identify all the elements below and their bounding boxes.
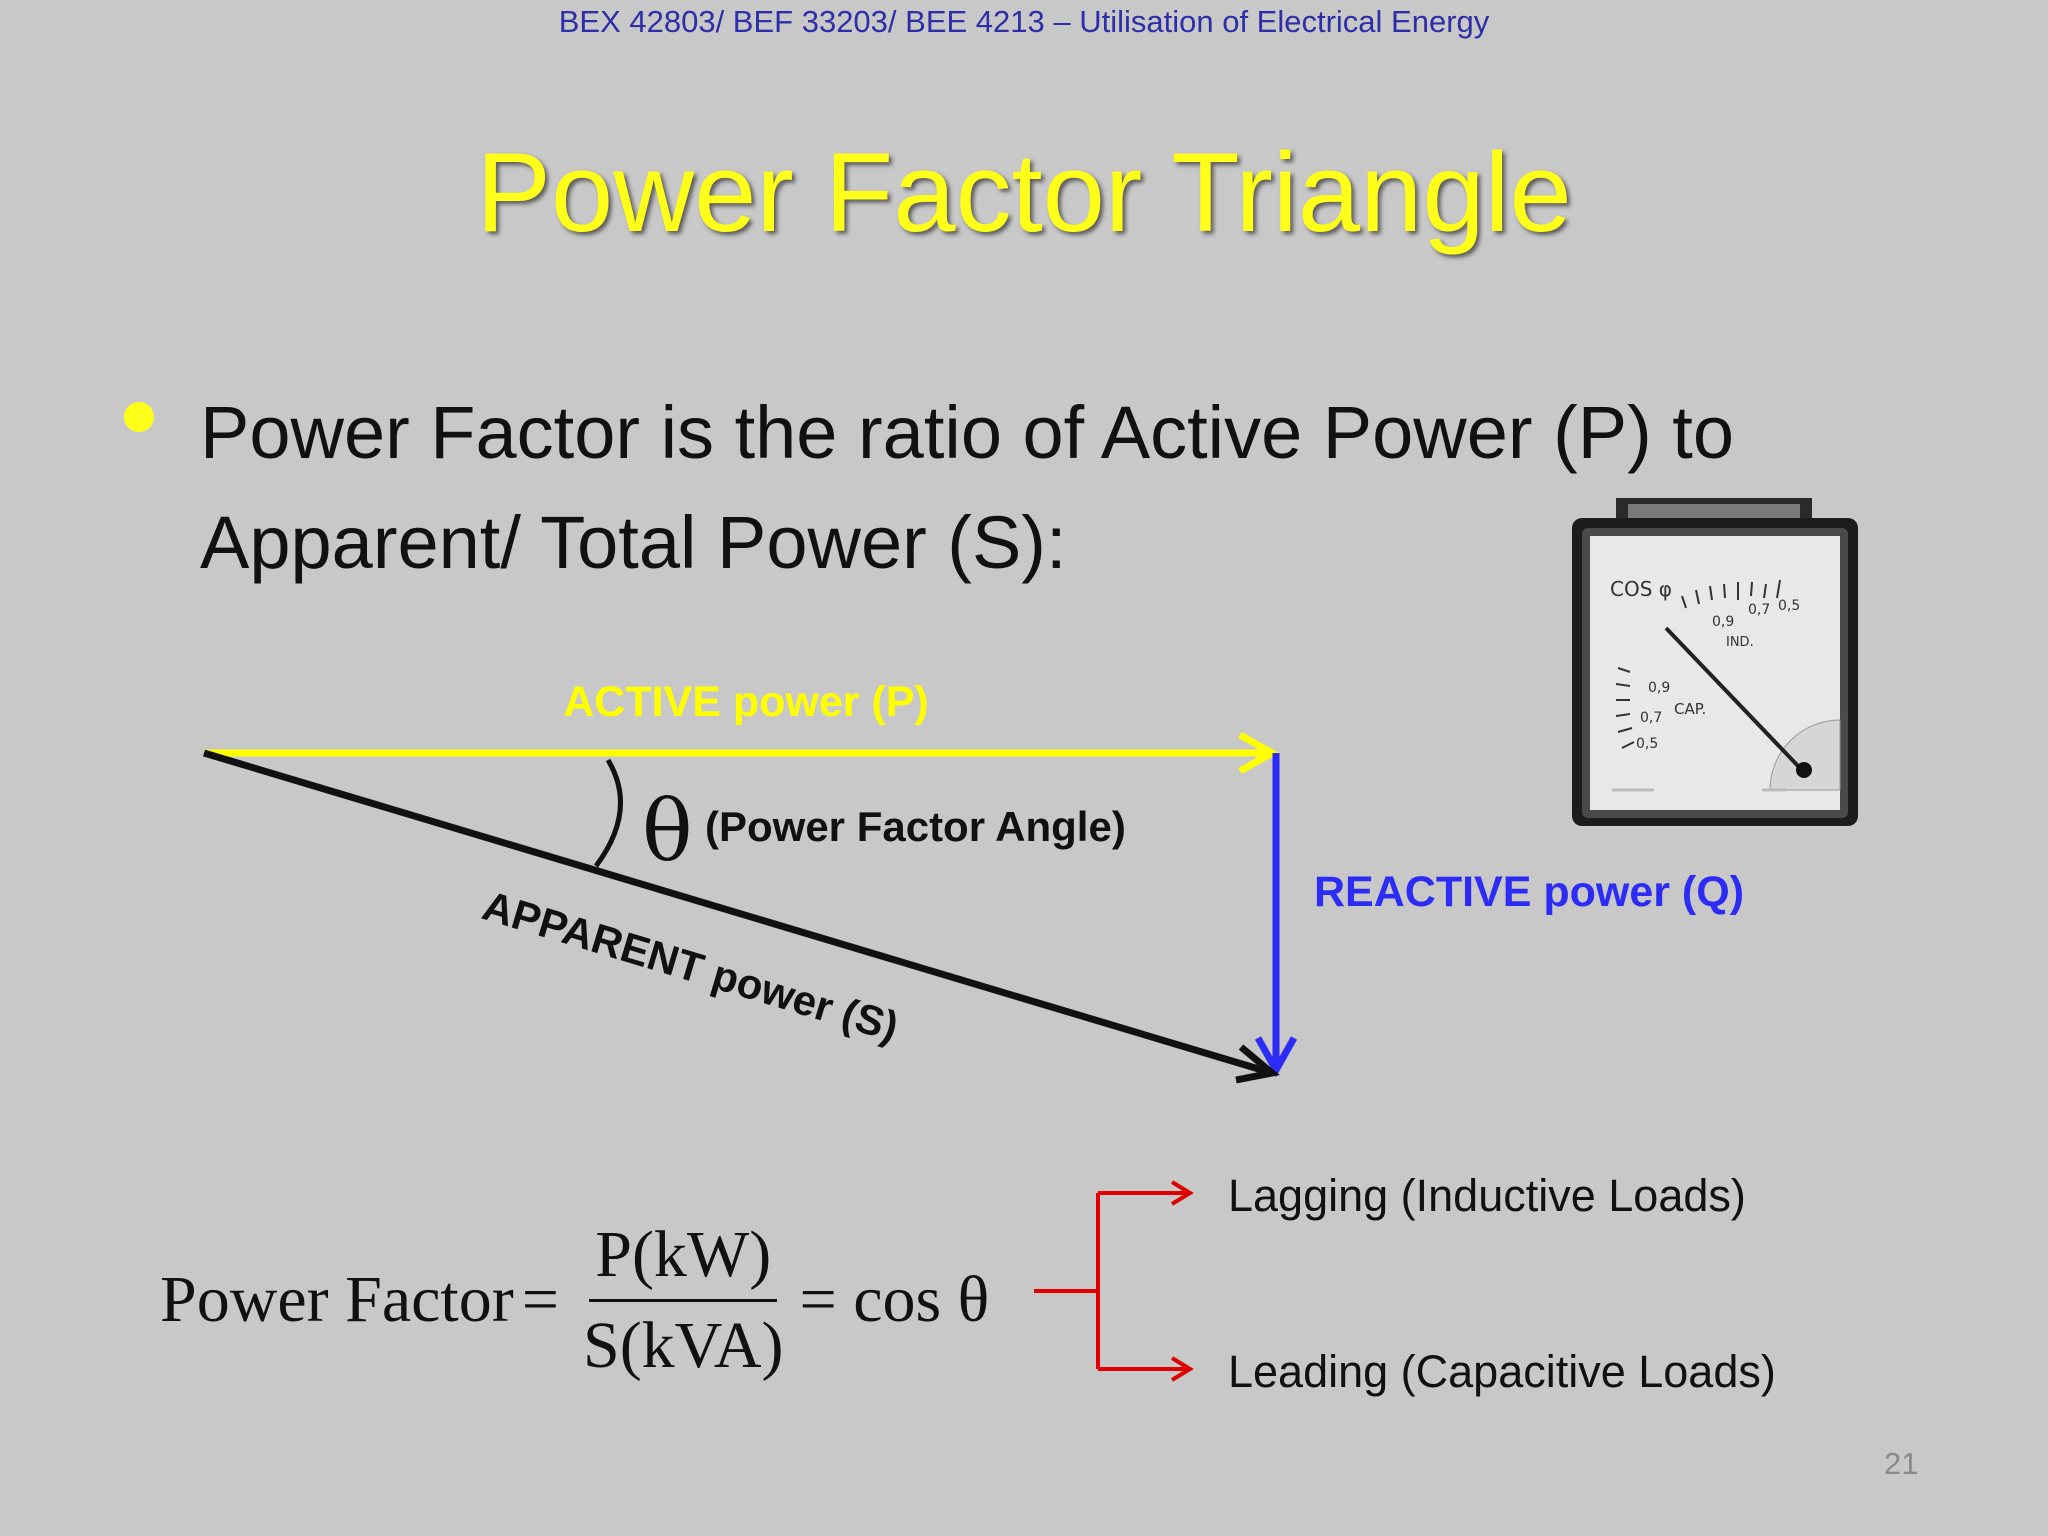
meter-needle (1664, 626, 1802, 770)
bullet-icon (124, 402, 154, 432)
lagging-label: Lagging (Inductive Loads) (1228, 1170, 1746, 1221)
power-factor-formula: Power Factor = P(kW) S(kVA) = cos θ (160, 1210, 989, 1390)
theta-symbol: θ (642, 782, 693, 880)
meter-ind-tick-2: 0,7 (1748, 602, 1770, 618)
formula-rhs: = cos θ (799, 1263, 990, 1336)
formula-equals: = (521, 1263, 559, 1336)
apparent-power-vector (202, 749, 1274, 1077)
reactive-power-arrowhead (1254, 1036, 1298, 1078)
leading-label: Leading (Capacitive Loads) (1228, 1346, 1776, 1397)
meter-cap-tick-3: 0,5 (1636, 736, 1658, 752)
active-power-arrowhead (1238, 731, 1280, 775)
apparent-power-arrowhead (1235, 1044, 1280, 1084)
formula-lhs: Power Factor (160, 1263, 514, 1336)
meter-ind-tick-3: 0,5 (1778, 598, 1800, 614)
page-number: 21 (1884, 1446, 1919, 1481)
meter-pivot (1796, 762, 1812, 778)
formula-numerator: P(kW) (589, 1217, 778, 1302)
power-factor-meter-image: COS φ 0,9 0,7 0,5 IND. 0,9 0,7 0,5 CAP. (1572, 498, 1858, 826)
active-power-label: ACTIVE power (P) (563, 678, 929, 726)
meter-cap-label: CAP. (1674, 700, 1706, 718)
formula-fraction: P(kW) S(kVA) (577, 1217, 789, 1384)
meter-pivot-quadrant (1769, 719, 1841, 791)
meter-cos-label: COS φ (1610, 577, 1672, 601)
bullet-line-1: Power Factor is the ratio of Active Powe… (200, 391, 1735, 474)
apparent-power-label: APPARENT power (S) (477, 882, 903, 1051)
branch-lower-arrowhead (1170, 1356, 1194, 1382)
angle-label: (Power Factor Angle) (705, 803, 1126, 850)
meter-ind-tick-1: 0,9 (1712, 614, 1734, 630)
meter-cap-tick-1: 0,9 (1648, 680, 1670, 696)
bullet-line-2: Apparent/ Total Power (S): (200, 501, 1067, 584)
course-header: BEX 42803/ BEF 33203/ BEE 4213 – Utilisa… (558, 4, 1490, 39)
meter-ind-label: IND. (1726, 635, 1754, 650)
meter-cap-tick-2: 0,7 (1640, 710, 1662, 726)
slide-title: Power Factor Triangle (476, 130, 1572, 255)
angle-arc (593, 758, 623, 868)
bullet-text: Power Factor is the ratio of Active Powe… (200, 378, 1940, 598)
reactive-power-label: REACTIVE power (Q) (1314, 868, 1744, 916)
branch-upper-arrowhead (1170, 1180, 1194, 1206)
formula-denominator: S(kVA) (583, 1308, 784, 1382)
